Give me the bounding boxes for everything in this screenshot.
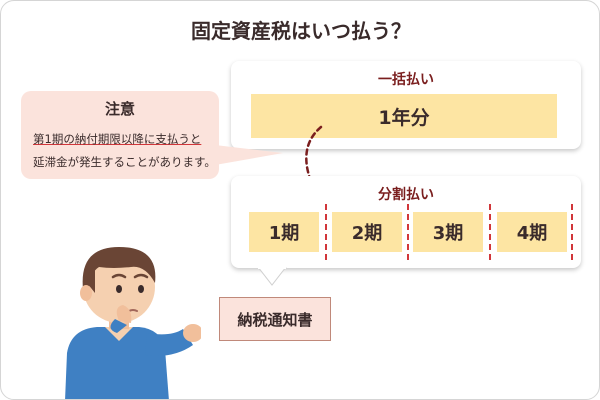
installment-period-2: 2期 <box>332 212 402 252</box>
lump-sum-label: 1年分 <box>378 106 430 129</box>
lump-sum-panel: 一括払い 1年分 <box>231 61 581 149</box>
installment-period-1: 1期 <box>249 212 319 252</box>
installment-period-3: 3期 <box>413 212 483 252</box>
period-divider <box>571 204 573 260</box>
installment-panel: 分割払い 1期 2期 3期 4期 <box>231 176 581 268</box>
caution-bubble: 注意 第1期の納付期限以降に支払うと 延滞金が発生することがあります。 <box>21 91 219 179</box>
lump-sum-box: 1年分 <box>251 94 557 138</box>
page-title: 固定資産税はいつ払う？ <box>191 19 411 43</box>
installment-row: 1期 2期 3期 4期 <box>249 204 573 260</box>
period-divider <box>407 204 409 260</box>
caution-heading: 注意 <box>104 100 135 118</box>
installment-period-4: 4期 <box>497 212 567 252</box>
caution-text-line1: 第1期の納付期限以降に支払うと <box>33 132 202 146</box>
person-illustration <box>65 247 201 399</box>
period-divider <box>489 204 491 260</box>
tax-notice-document: 納税通知書 <box>219 297 331 341</box>
installment-heading: 分割払い <box>378 187 434 203</box>
panel-pointer <box>258 267 287 286</box>
caution-text-line2: 延滞金が発生することがあります。 <box>33 155 216 169</box>
bubble-pointer <box>215 145 283 165</box>
period-divider <box>325 204 327 260</box>
lump-sum-heading: 一括払い <box>378 72 434 88</box>
